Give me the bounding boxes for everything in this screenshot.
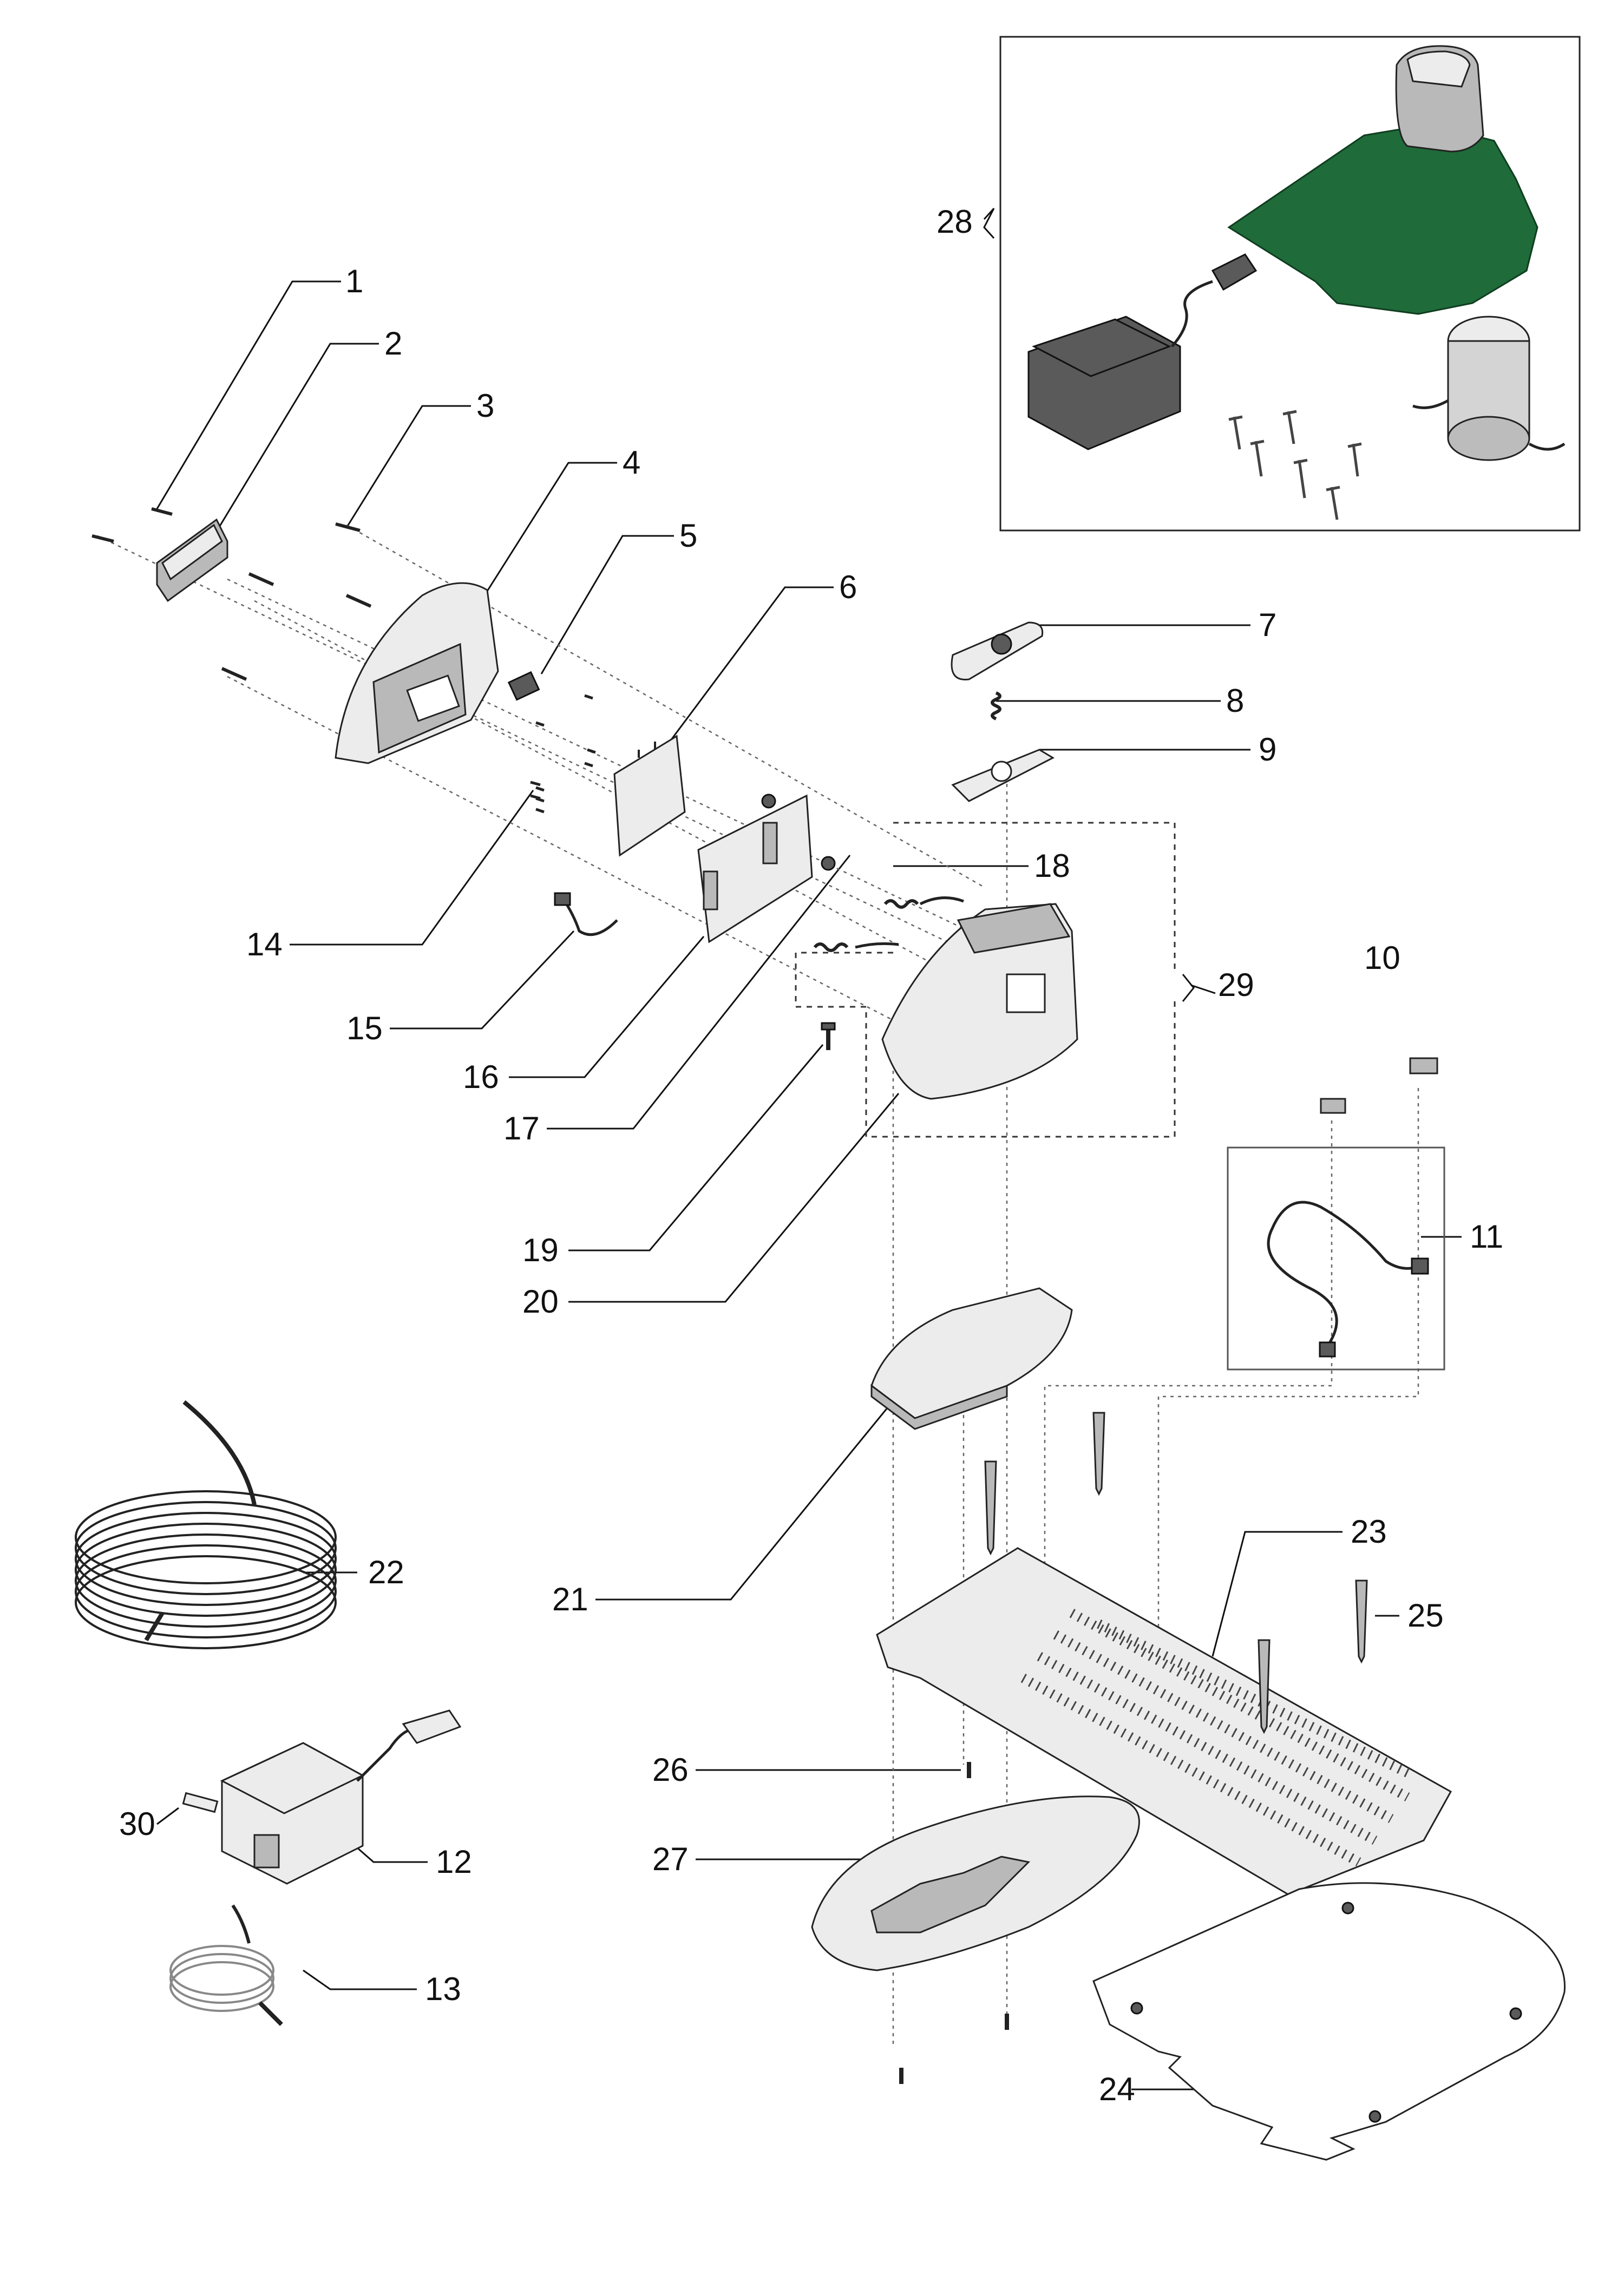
switch-icon bbox=[507, 671, 540, 701]
callout-10: 10 bbox=[1364, 940, 1400, 976]
callout-2: 2 bbox=[384, 325, 402, 362]
contact-17 bbox=[821, 856, 836, 871]
callout-14: 14 bbox=[246, 926, 283, 962]
pegs-25 bbox=[984, 1412, 1368, 1734]
callout-labels: 1 2 3 4 5 6 7 8 9 10 11 12 13 14 15 16 1… bbox=[119, 204, 1503, 2107]
charging-head-20 bbox=[881, 903, 1078, 1100]
kit-green-plate bbox=[1227, 123, 1538, 315]
callout-15: 15 bbox=[346, 1010, 383, 1046]
callout-17: 17 bbox=[503, 1110, 540, 1146]
circuit-board-6 bbox=[613, 735, 686, 857]
base-plate-23 bbox=[876, 1547, 1452, 1896]
callout-20: 20 bbox=[522, 1283, 559, 1320]
base-housing-21 bbox=[870, 1287, 1073, 1430]
callout-26: 26 bbox=[652, 1752, 689, 1788]
housing-back-4 bbox=[335, 582, 499, 764]
callout-27: 27 bbox=[652, 1841, 689, 1877]
screws-26 bbox=[899, 1762, 1009, 2084]
kit-charging-head-top bbox=[1406, 50, 1471, 88]
base-insert-27 bbox=[811, 1795, 1140, 1971]
fuse-icon bbox=[182, 1792, 219, 1813]
board-bracket-16 bbox=[697, 794, 813, 943]
transformer-12 bbox=[220, 1709, 462, 1885]
kit-wire-roll-bottom bbox=[1447, 416, 1530, 461]
cable-11 bbox=[1267, 1201, 1429, 1358]
kit-wire-end bbox=[1528, 442, 1566, 451]
kit-bracket bbox=[983, 207, 995, 239]
cable-15 bbox=[554, 892, 618, 936]
cable-icon bbox=[561, 897, 618, 936]
flat-plate-icon bbox=[1092, 1882, 1566, 2161]
cable-11-box bbox=[1227, 1146, 1445, 1371]
callout-23: 23 bbox=[1351, 1513, 1387, 1550]
callout-21: 21 bbox=[552, 1581, 588, 1617]
callout-3: 3 bbox=[476, 388, 494, 424]
screws-14 bbox=[530, 781, 541, 800]
charging-head-icon bbox=[881, 903, 1078, 1100]
callout-13: 13 bbox=[425, 1971, 461, 2007]
callout-7: 7 bbox=[1259, 607, 1276, 643]
cap-7 bbox=[951, 621, 1044, 680]
plate-9 bbox=[951, 749, 1055, 802]
screw-19 bbox=[821, 1022, 836, 1050]
callout-6: 6 bbox=[839, 569, 857, 605]
callout-12: 12 bbox=[436, 1844, 472, 1880]
cable-icon-13 bbox=[169, 1945, 274, 2012]
kit-transformer-top bbox=[1032, 318, 1171, 377]
kit-inset-frame bbox=[999, 36, 1581, 532]
cable-icon-11 bbox=[1267, 1201, 1419, 1349]
callout-5: 5 bbox=[679, 517, 697, 554]
callout-22: 22 bbox=[368, 1554, 404, 1590]
callout-11: 11 bbox=[1470, 1218, 1503, 1255]
kit-pegs bbox=[1228, 410, 1362, 520]
spring-icon bbox=[991, 691, 1001, 720]
circuit-board-icon bbox=[613, 735, 686, 857]
callout-29: 29 bbox=[1218, 967, 1254, 1003]
kit-inset bbox=[983, 36, 1581, 532]
callout-16: 16 bbox=[463, 1059, 499, 1095]
callout-8: 8 bbox=[1226, 683, 1244, 719]
callout-9: 9 bbox=[1259, 731, 1276, 768]
base-plate-perforation bbox=[1020, 1609, 1415, 1866]
callout-24: 24 bbox=[1099, 2071, 1135, 2107]
connector-10 bbox=[1409, 1057, 1438, 1074]
base-plate-icon bbox=[876, 1547, 1452, 1896]
group-box-29 bbox=[795, 822, 1195, 1138]
callout-1: 1 bbox=[345, 263, 363, 299]
kit-plug bbox=[1211, 253, 1258, 291]
board-bracket-icon bbox=[697, 794, 813, 943]
switch-5 bbox=[507, 671, 540, 701]
peg-icon bbox=[984, 1460, 997, 1556]
kit-power-cord bbox=[1171, 280, 1213, 348]
callout-30: 30 bbox=[119, 1806, 155, 1842]
flat-plate-24 bbox=[1092, 1882, 1566, 2161]
springs-18 bbox=[813, 896, 964, 952]
small-screws bbox=[535, 694, 596, 814]
screw-icon bbox=[91, 507, 372, 681]
cable-coil-22 bbox=[75, 1400, 337, 1649]
callout-25: 25 bbox=[1407, 1597, 1444, 1634]
cable-13 bbox=[169, 1904, 283, 2026]
screws-1-3 bbox=[91, 507, 372, 681]
callout-4: 4 bbox=[623, 444, 640, 481]
connector-10b bbox=[1320, 1098, 1346, 1114]
cover-plate-2 bbox=[156, 518, 228, 602]
kit-wire-end-2 bbox=[1412, 399, 1449, 409]
fuse-30 bbox=[182, 1792, 219, 1813]
callout-18: 18 bbox=[1034, 848, 1070, 884]
callout-28: 28 bbox=[937, 204, 973, 240]
callout-19: 19 bbox=[522, 1232, 559, 1268]
cable-coil-icon bbox=[75, 1490, 337, 1649]
spring-8 bbox=[991, 691, 1001, 720]
